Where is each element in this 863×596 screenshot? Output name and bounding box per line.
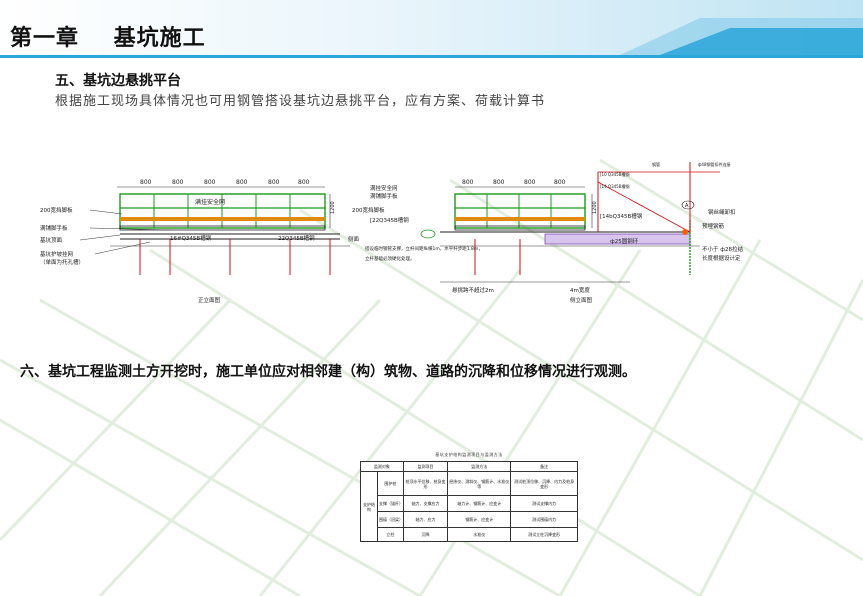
- section-6-text: 六、基坑工程监测土方开挖时，施工单位应对相邻建（构）筑物、道路的沉降和位移情况进…: [20, 364, 636, 380]
- table-cell: 沉降: [402, 527, 449, 542]
- pile-label: ф25圆钢环: [610, 237, 639, 245]
- support-label: 搭设临时钢管支撑，立杆间距纵横1m，水平杆步距1.8m，: [365, 245, 483, 252]
- side-plank-label: 200宽挡脚板: [352, 206, 385, 214]
- table-row: 围檩（冠梁） 轴力、应力 钢筋计、应变计 测试围檩内力: [361, 511, 578, 528]
- brace3-label: [10 Q345B槽钢: [600, 171, 629, 177]
- table-header: 监测对象: [360, 461, 404, 472]
- side-height-label: 1200: [592, 201, 598, 214]
- channel14-label: [14bQ345B槽钢: [600, 212, 643, 220]
- section-5-heading: 五、基坑边悬挑平台: [55, 73, 181, 89]
- protect2-label: （单面为托孔槽）: [40, 258, 84, 266]
- toe-label: 满铺脚手板: [40, 224, 68, 232]
- header-bar: [0, 0, 863, 58]
- side-label: 侧面: [348, 235, 360, 243]
- side-marker: A: [685, 203, 689, 209]
- embed-label: 预埋钢筋: [702, 222, 725, 230]
- table-cell: 立柱: [377, 527, 404, 542]
- dim-label: 800: [493, 179, 505, 186]
- dim-label: 800: [462, 179, 474, 186]
- table-cell: 测试支撑内力: [510, 495, 578, 512]
- steel-rope-label: 钢丝绳卸扣: [708, 208, 736, 216]
- table-header: 监测方法: [447, 461, 512, 472]
- front-caption: 正立面图: [198, 296, 221, 304]
- table-caption: 基坑支护结构监测项目与监测方法: [435, 452, 503, 457]
- brace1-label: 钢管: [652, 161, 660, 167]
- table-header: 监测项目: [402, 461, 449, 472]
- table-row: 支撑（锚杆） 轴力、支撑应力 轴力计、钢筋计、应变计 测试支撑内力: [361, 495, 578, 512]
- dim-label: 800: [140, 179, 152, 186]
- table-cell: 轴力计、钢筋计、应变计: [447, 495, 512, 512]
- table-cell: 围檩（冠梁）: [377, 511, 404, 528]
- page-title: 第一章 基坑施工: [10, 25, 206, 51]
- side-elevation: 800 800 800 800 1200 A 满挂安全: [352, 161, 743, 304]
- dim-label: 800: [204, 179, 216, 186]
- table-row: 立柱 沉降 水准仪 测试立柱沉降变形: [361, 527, 578, 542]
- front-height-label: 1200: [330, 201, 336, 214]
- min28-label: 不小于 ф28拉结: [702, 245, 743, 253]
- dim-label: 800: [298, 179, 310, 186]
- net-label: 满挂安全网: [195, 198, 225, 206]
- dim-label: 800: [172, 179, 184, 186]
- plank-label: 200宽挡脚板: [40, 206, 73, 214]
- section-5-text: 根据施工现场具体情况也可用钢管搭设基坑边悬挑平台，应有方案、荷载计算书: [55, 94, 546, 109]
- table-cell: 桩顶水平位移、桩身变形: [402, 471, 449, 496]
- table-cell: 测试立柱沉降变形: [510, 527, 578, 542]
- table-cell: 钢筋计、应变计: [447, 511, 512, 528]
- cantilever-platform-drawing: 800 800 800 800 800 800 1200 满挂安全网: [40, 161, 743, 304]
- monitoring-table: 监测对象 监测项目 监测方法 备注 支护结构 围护桩 桩顶水平位移、桩身变形 经…: [360, 461, 578, 542]
- dim-label: 800: [236, 179, 248, 186]
- width2-label: 4m宽度: [570, 286, 590, 294]
- side-toe-label: 满铺脚手板: [370, 192, 398, 200]
- brace2-label: ф48钢管扣件连接: [698, 161, 731, 167]
- min28b-label: 长度根据设计定: [702, 254, 741, 262]
- support2-label: 立杆基础必须硬化处理。: [365, 255, 415, 262]
- table-row: 支护结构 围护桩 桩顶水平位移、桩身变形 经纬仪、测斜仪、钢筋计、水准仪等 测试…: [360, 471, 578, 542]
- protect-label: 基坑护坡挂网: [40, 250, 74, 258]
- dim-label: 800: [268, 179, 280, 186]
- beam2-label: 22Q345B槽钢: [278, 234, 315, 242]
- table-cell: 轴力、应力: [402, 511, 449, 528]
- dim-label: 800: [554, 179, 566, 186]
- table-cell: 水准仪: [447, 527, 512, 542]
- side-net-label: 满挂安全网: [370, 184, 398, 192]
- dim-label: 800: [524, 179, 536, 186]
- side-caption: 侧立面图: [570, 296, 593, 304]
- table-cell: 经纬仪、测斜仪、钢筋计、水准仪等: [447, 471, 512, 496]
- table-cell: 测试围檩内力: [510, 511, 578, 528]
- table-header-row: 监测对象 监测项目 监测方法 备注: [360, 461, 578, 472]
- table-cell: 围护桩: [377, 471, 404, 496]
- side-dim-labels: 800 800 800 800: [462, 179, 566, 186]
- top-label: 基坑顶面: [40, 236, 63, 244]
- beam1-label: 16#Q345B槽钢: [170, 234, 212, 242]
- table-cell: 测试桩顶位移、沉降、内力及桩身变形: [510, 471, 578, 496]
- table-header: 备注: [510, 461, 578, 472]
- width-label: 悬挑跨不超过2m: [452, 286, 494, 294]
- table-cell: 支撑（锚杆）: [377, 495, 404, 512]
- table-cell: 轴力、支撑应力: [402, 495, 449, 512]
- channel22-label: [22Q345B槽钢: [370, 216, 409, 224]
- front-elevation: 800 800 800 800 800 800 1200 满挂安全网: [40, 179, 360, 304]
- front-dim-labels: 800 800 800 800 800 800: [140, 179, 310, 186]
- brace4-label: [14 Q345B槽钢: [600, 183, 629, 189]
- group-cell: 支护结构: [360, 471, 378, 542]
